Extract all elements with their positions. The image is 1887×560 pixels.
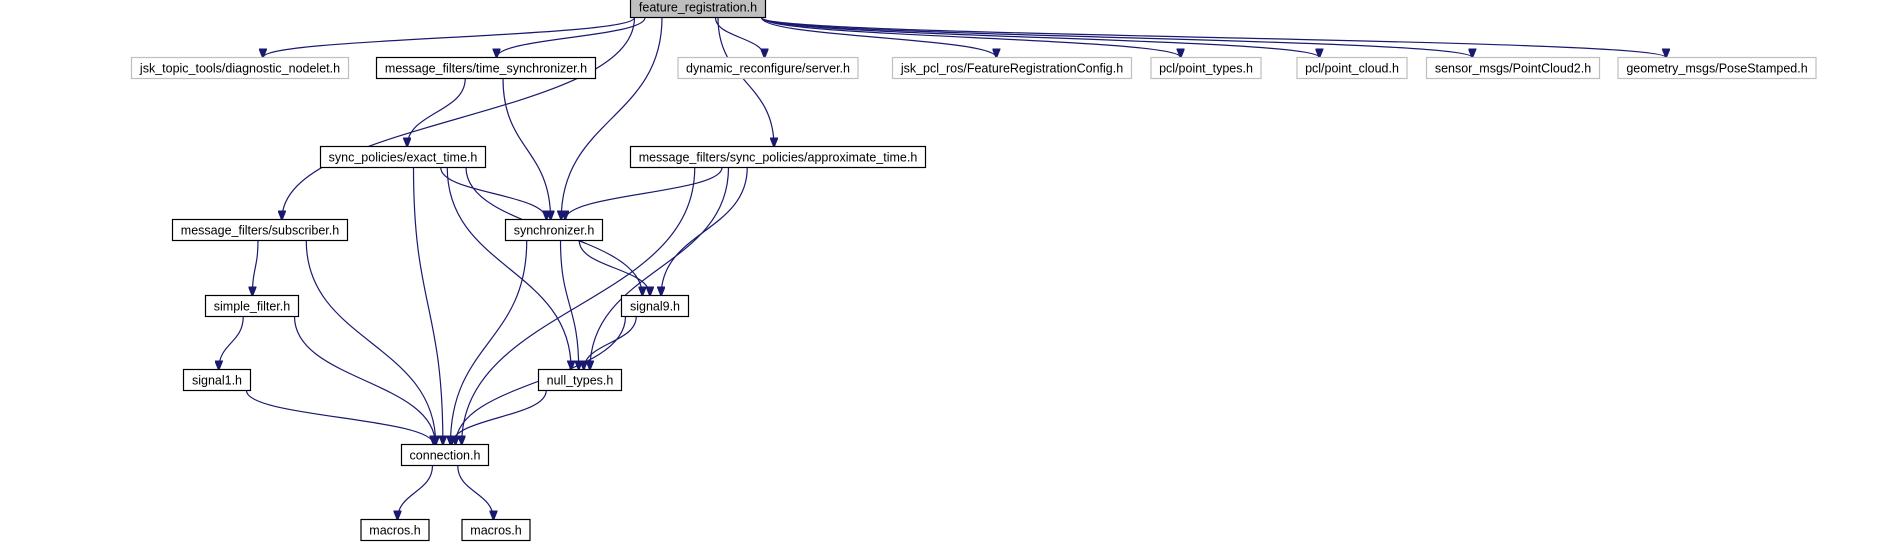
node-box [629,145,927,169]
node-label: null_types.h [547,374,614,388]
node-connection[interactable]: connection.h [400,443,490,467]
edge-feature_registration-to-time_synchronizer [497,17,646,58]
node-label: geometry_msgs/PoseStamped.h [1626,62,1807,76]
node-approximate-time[interactable]: message_filters/sync_policies/approximat… [629,145,927,169]
edge-synchronizer-to-null_types [559,240,579,370]
edge-exact_time-to-connection [412,167,443,445]
edge-feature_registration-to-pose_stamped [760,16,1667,58]
node-simple-filter[interactable]: simple_filter.h [204,294,300,318]
node-dynamic-reconfigure: dynamic_reconfigure/server.h [677,56,859,80]
node-label: pcl/point_cloud.h [1305,62,1399,76]
node-macros-b[interactable]: macros.h [461,518,531,542]
edge-feature_registration-to-feature_registration_config [760,17,997,58]
node-box [204,294,300,318]
node-label: signal9.h [630,300,680,314]
edge-subscriber-to-simple_filter [252,240,259,296]
edge-feature_registration-to-dynamic_reconfigure [714,17,765,58]
edge-feature_registration-to-point_cloud [760,16,1320,58]
node-feature-registration-config: jsk_pcl_ros/FeatureRegistrationConfig.h [891,56,1133,80]
node-box [629,0,767,19]
node-pose-stamped: geometry_msgs/PoseStamped.h [1617,56,1817,80]
edge-feature_registration-to-pointcloud2 [760,16,1473,58]
node-synchronizer[interactable]: synchronizer.h [504,218,604,242]
node-subscriber[interactable]: message_filters/subscriber.h [171,218,349,242]
node-box [130,56,350,80]
edge-feature_registration-to-subscriber [282,17,636,220]
edge-simple_filter-to-signal1 [219,316,244,370]
node-signal9[interactable]: signal9.h [620,294,690,318]
edge-null_types-to-connection [452,390,547,445]
node-box [677,56,859,80]
edge-time_synchronizer-to-exact_time [407,78,466,147]
node-box [891,56,1133,80]
node-feature-registration[interactable]: feature_registration.h [629,0,767,19]
node-label: message_filters/sync_policies/approximat… [639,151,918,165]
node-label: synchronizer.h [514,224,595,238]
node-label: signal1.h [192,374,242,388]
edge-approximate_time-to-null_types [590,167,730,370]
node-label: message_filters/subscriber.h [181,224,339,238]
node-label: simple_filter.h [214,300,290,314]
edge-time_synchronizer-to-synchronizer [502,78,551,220]
node-label: pcl/point_types.h [1159,62,1253,76]
edge-feature_registration-to-synchronizer [561,17,663,220]
edge-subscriber-to-connection [305,240,436,445]
node-box [1425,56,1601,80]
node-time-synchronizer[interactable]: message_filters/time_synchronizer.h [375,56,597,80]
node-pointcloud2: sensor_msgs/PointCloud2.h [1425,56,1601,80]
edge-connection-to-macros_a [398,465,434,520]
edge-feature_registration-to-point_types [760,16,1181,58]
node-box [400,443,490,467]
edge-synchronizer-to-connection [450,240,528,445]
node-point-cloud: pcl/point_cloud.h [1296,56,1408,80]
edge-feature_registration-to-approximate_time [717,17,774,147]
node-box [319,145,487,169]
node-box [620,294,690,318]
edge-approximate_time-to-connection [462,167,696,445]
edge-exact_time-to-null_types [446,167,571,370]
node-box [504,218,604,242]
node-label: sensor_msgs/PointCloud2.h [1435,62,1591,76]
node-exact-time[interactable]: sync_policies/exact_time.h [319,145,487,169]
node-diagnostic-nodelet: jsk_topic_tools/diagnostic_nodelet.h [130,56,350,80]
nodes-layer: feature_registration.h jsk_topic_tools/di… [130,0,1817,542]
node-box [1296,56,1408,80]
edges-layer [219,16,1667,520]
node-point-types: pcl/point_types.h [1150,56,1262,80]
edge-connection-to-macros_b [457,465,494,520]
edge-signal1-to-connection [245,390,434,445]
node-box [1150,56,1262,80]
node-box [461,518,531,542]
node-null-types[interactable]: null_types.h [537,368,623,392]
node-label: connection.h [410,449,481,463]
node-box [360,518,430,542]
node-label: message_filters/time_synchronizer.h [385,62,587,76]
edge-approximate_time-to-synchronizer [565,167,723,220]
node-label: jsk_pcl_ros/FeatureRegistrationConfig.h [900,62,1123,76]
edge-exact_time-to-synchronizer [440,167,547,220]
node-label: macros.h [470,524,521,538]
edge-feature_registration-to-diagnostic_nodelet [263,16,636,58]
node-label: sync_policies/exact_time.h [329,151,478,165]
node-box [171,218,349,242]
node-label: feature_registration.h [639,1,757,15]
node-label: macros.h [369,524,420,538]
node-label: dynamic_reconfigure/server.h [686,62,850,76]
edge-synchronizer-to-signal9 [578,240,650,296]
node-signal1[interactable]: signal1.h [182,368,252,392]
node-box [1617,56,1817,80]
edge-signal9-to-null_types [584,316,637,370]
edge-approximate_time-to-signal9 [661,167,748,296]
edge-simple_filter-to-connection [293,316,436,445]
node-label: jsk_topic_tools/diagnostic_nodelet.h [139,62,340,76]
node-box [182,368,252,392]
node-macros-a[interactable]: macros.h [360,518,430,542]
node-box [375,56,597,80]
node-box [537,368,623,392]
